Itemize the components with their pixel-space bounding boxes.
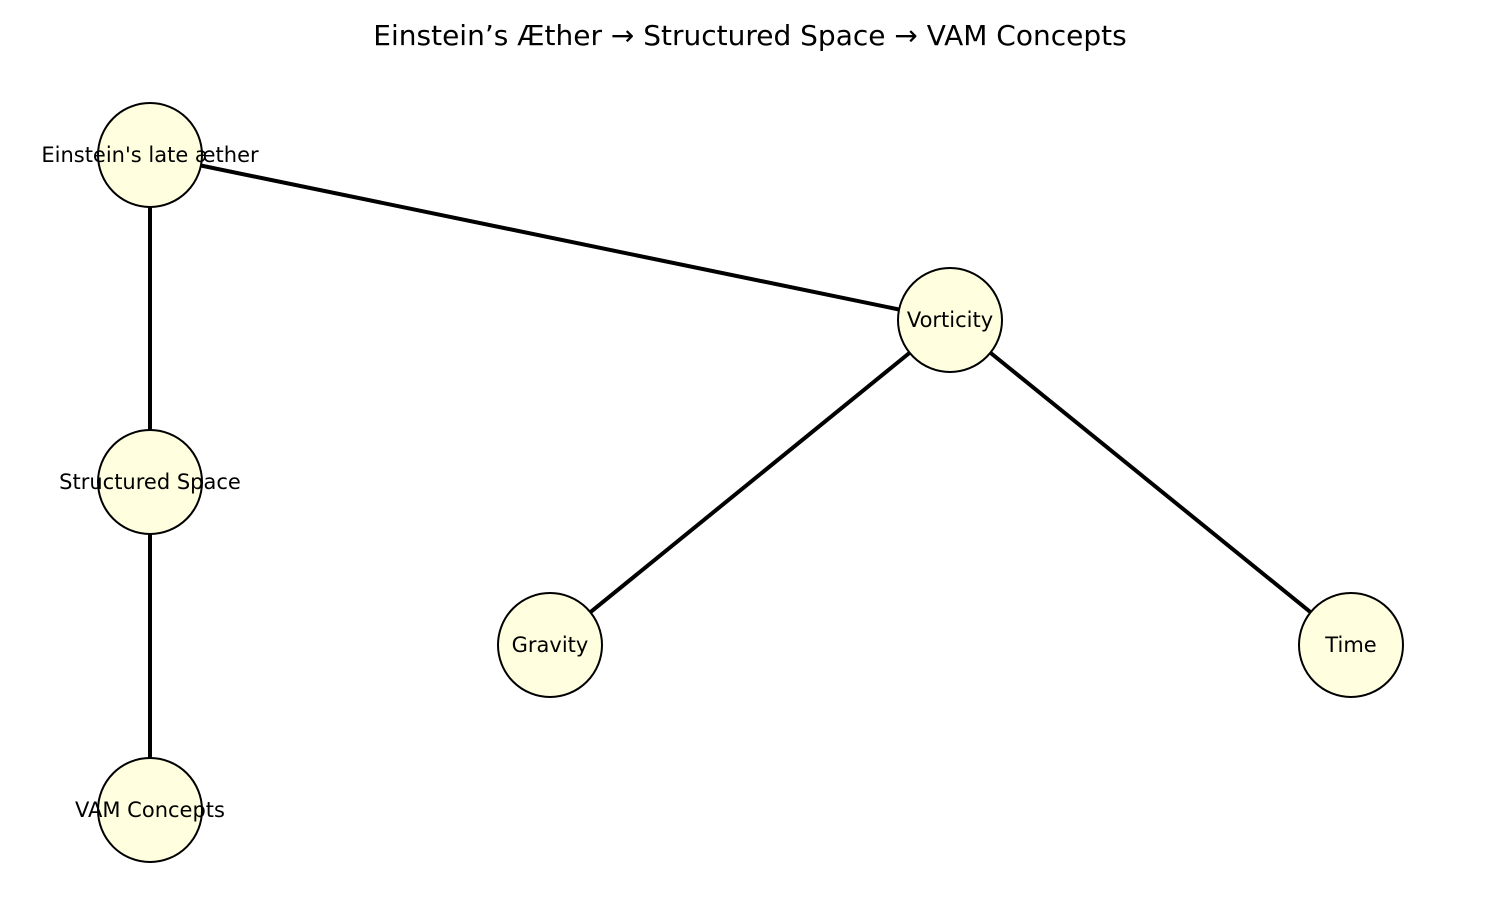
edges-layer <box>148 153 1353 810</box>
node-gravity: Gravity <box>497 592 603 698</box>
node-gravity-circle <box>497 592 603 698</box>
node-aether: Einstein's late æther <box>41 102 259 208</box>
node-structured-label: Structured Space <box>59 470 241 494</box>
node-vam-label: VAM Concepts <box>75 798 225 822</box>
node-time-circle <box>1298 592 1404 698</box>
edge-aether-vorticity <box>149 153 951 322</box>
node-vorticity: Vorticity <box>897 267 1003 373</box>
node-vorticity-label: Vorticity <box>907 308 993 332</box>
node-gravity-label: Gravity <box>512 633 589 657</box>
edge-vorticity-gravity <box>548 318 952 647</box>
node-vorticity-circle <box>897 267 1003 373</box>
node-time-label: Time <box>1324 633 1376 657</box>
node-vam: VAM Concepts <box>75 757 225 863</box>
node-structured: Structured Space <box>59 429 241 535</box>
diagram-title: Einstein’s Æther → Structured Space → VA… <box>373 19 1126 52</box>
node-vam-circle <box>97 757 203 863</box>
node-aether-circle <box>97 102 203 208</box>
node-structured-circle <box>97 429 203 535</box>
node-aether-label: Einstein's late æther <box>41 143 259 167</box>
edge-vorticity-time <box>948 318 1353 647</box>
nodes-layer: Einstein's late æther Structured Space V… <box>41 102 1404 863</box>
node-time: Time <box>1298 592 1404 698</box>
